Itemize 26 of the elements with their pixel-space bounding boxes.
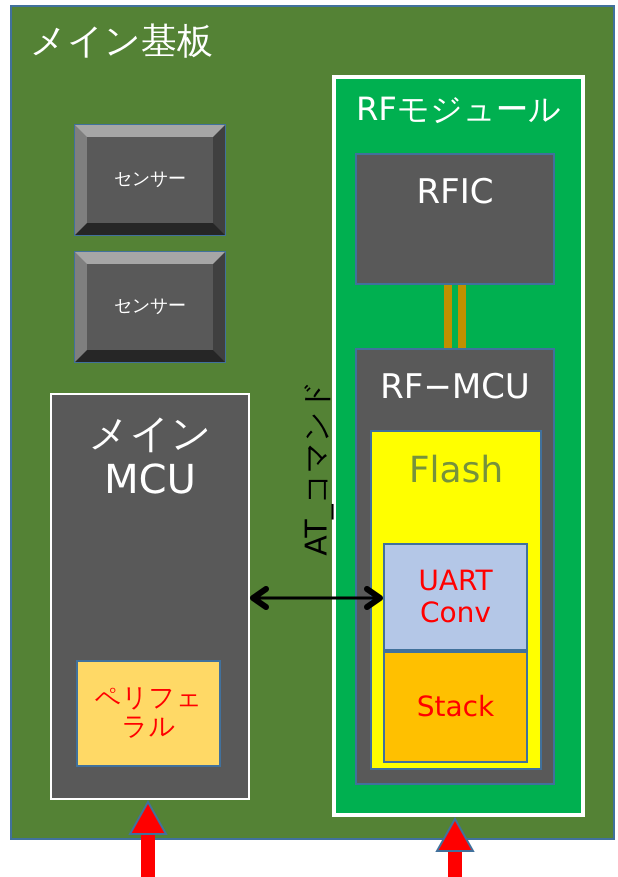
converter-box bbox=[383, 543, 528, 651]
double-arrow bbox=[250, 586, 383, 610]
chip-label: RFIC bbox=[416, 173, 494, 212]
chip-label: RF−MCU bbox=[379, 368, 531, 408]
board-title: メイン基板 bbox=[30, 21, 213, 62]
sensor-block bbox=[75, 252, 225, 362]
module-box bbox=[332, 75, 585, 817]
board-panel bbox=[10, 5, 615, 840]
peripheral-label: ペリフェラル bbox=[94, 684, 204, 744]
edge-label: AT_コマンド bbox=[298, 380, 335, 556]
sensor-label: センサー bbox=[113, 170, 187, 190]
input-arrow bbox=[129, 801, 167, 877]
peripheral-box bbox=[76, 660, 221, 767]
stack-label: Stack bbox=[416, 690, 496, 724]
stack-box bbox=[383, 651, 528, 763]
mcu-box bbox=[50, 393, 250, 800]
input-arrow bbox=[436, 818, 474, 877]
sensor-block bbox=[75, 125, 225, 235]
chip-box bbox=[355, 348, 555, 785]
flash-box bbox=[370, 430, 542, 770]
flash-label: Flash bbox=[408, 450, 504, 492]
module-title: RFモジュール bbox=[355, 91, 562, 128]
chip-box bbox=[355, 153, 555, 285]
converter-label: UART Conv bbox=[417, 564, 494, 630]
sensor-label: センサー bbox=[113, 296, 187, 318]
mcu-label: メインMCU bbox=[88, 411, 212, 503]
